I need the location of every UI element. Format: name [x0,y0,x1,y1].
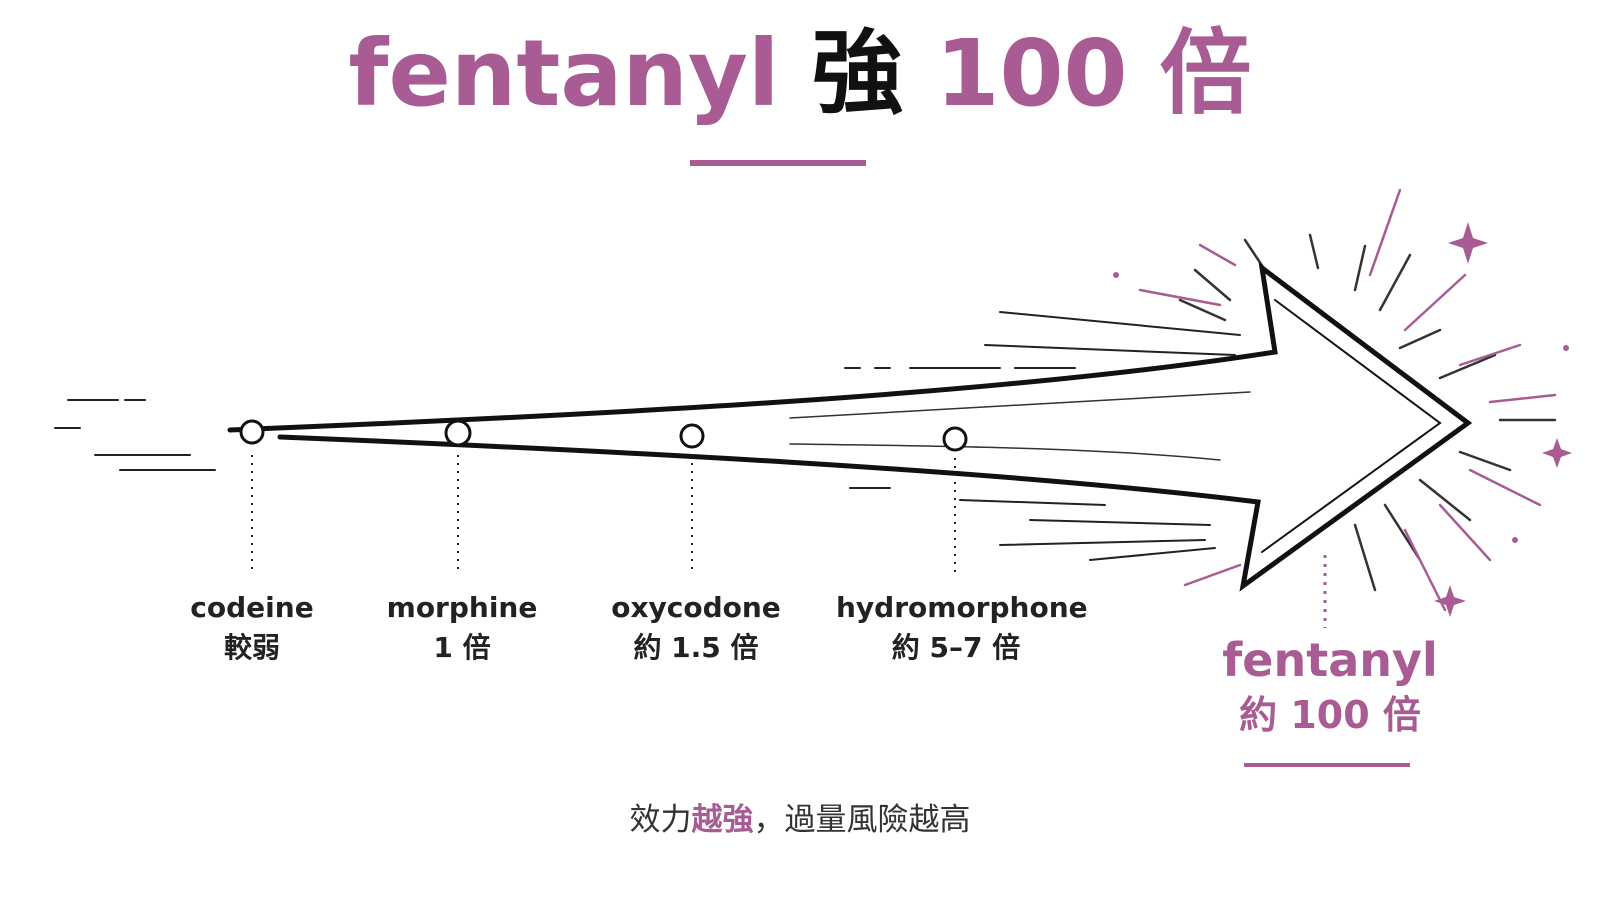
sparkle-icon [1542,438,1572,468]
node-oxycodone [679,423,705,449]
node-codeine [239,419,265,445]
label-codeine: codeine 較弱 [132,588,372,668]
speed-lines [54,311,1241,561]
title-multiplier: 100 倍 [935,20,1252,127]
footer-caption: 效力越強，過量風險越高 [0,800,1600,840]
footer-suffix: ，過量風險越高 [753,802,971,838]
burst-rays-pink [1138,188,1557,612]
label-hydromorphone: hydromorphone 約 5–7 倍 [836,588,1088,668]
potency-arrow [227,262,1473,592]
arrow-outline [227,262,1473,592]
footer-accent: 越強 [691,802,754,838]
drug-potency: 較弱 [223,631,280,664]
drug-name: codeine [190,591,314,624]
title-underline [690,160,866,166]
highlight-name: fentanyl [1222,633,1438,687]
sparkle-dot [1113,272,1119,278]
arrow-shaft-streak [789,391,1251,419]
title-strong: 強 [811,20,904,127]
sparkle-icon [1434,585,1466,617]
sparkle-dot [1512,537,1518,543]
sparkle-dot [1563,345,1569,351]
leader-lines [251,455,956,575]
page-title: fentanyl 強 100 倍 [0,28,1600,120]
drug-potency: 1 倍 [433,631,491,664]
drug-name: hydromorphone [836,591,1088,624]
highlight-potency: 約 100 倍 [1239,693,1421,737]
arrow-shaft-streak [789,443,1221,461]
drug-potency: 約 5–7 倍 [891,631,1021,664]
sparkle-icons [1113,222,1572,617]
title-drug: fentanyl [348,20,780,127]
label-morphine: morphine 1 倍 [342,588,582,668]
sparkle-icon [1448,222,1488,264]
arrow-inner-line [1261,299,1442,553]
drug-name: morphine [386,591,538,624]
label-oxycodone: oxycodone 約 1.5 倍 [576,588,816,668]
timeline-nodes [239,419,968,452]
drug-potency: 約 1.5 倍 [633,631,759,664]
label-fentanyl: fentanyl 約 100 倍 [1200,630,1460,740]
node-morphine [444,419,472,447]
drug-name: oxycodone [611,591,781,624]
fentanyl-underline [1244,763,1410,767]
node-hydromorphone [942,426,968,452]
footer-prefix: 效力 [629,802,692,838]
